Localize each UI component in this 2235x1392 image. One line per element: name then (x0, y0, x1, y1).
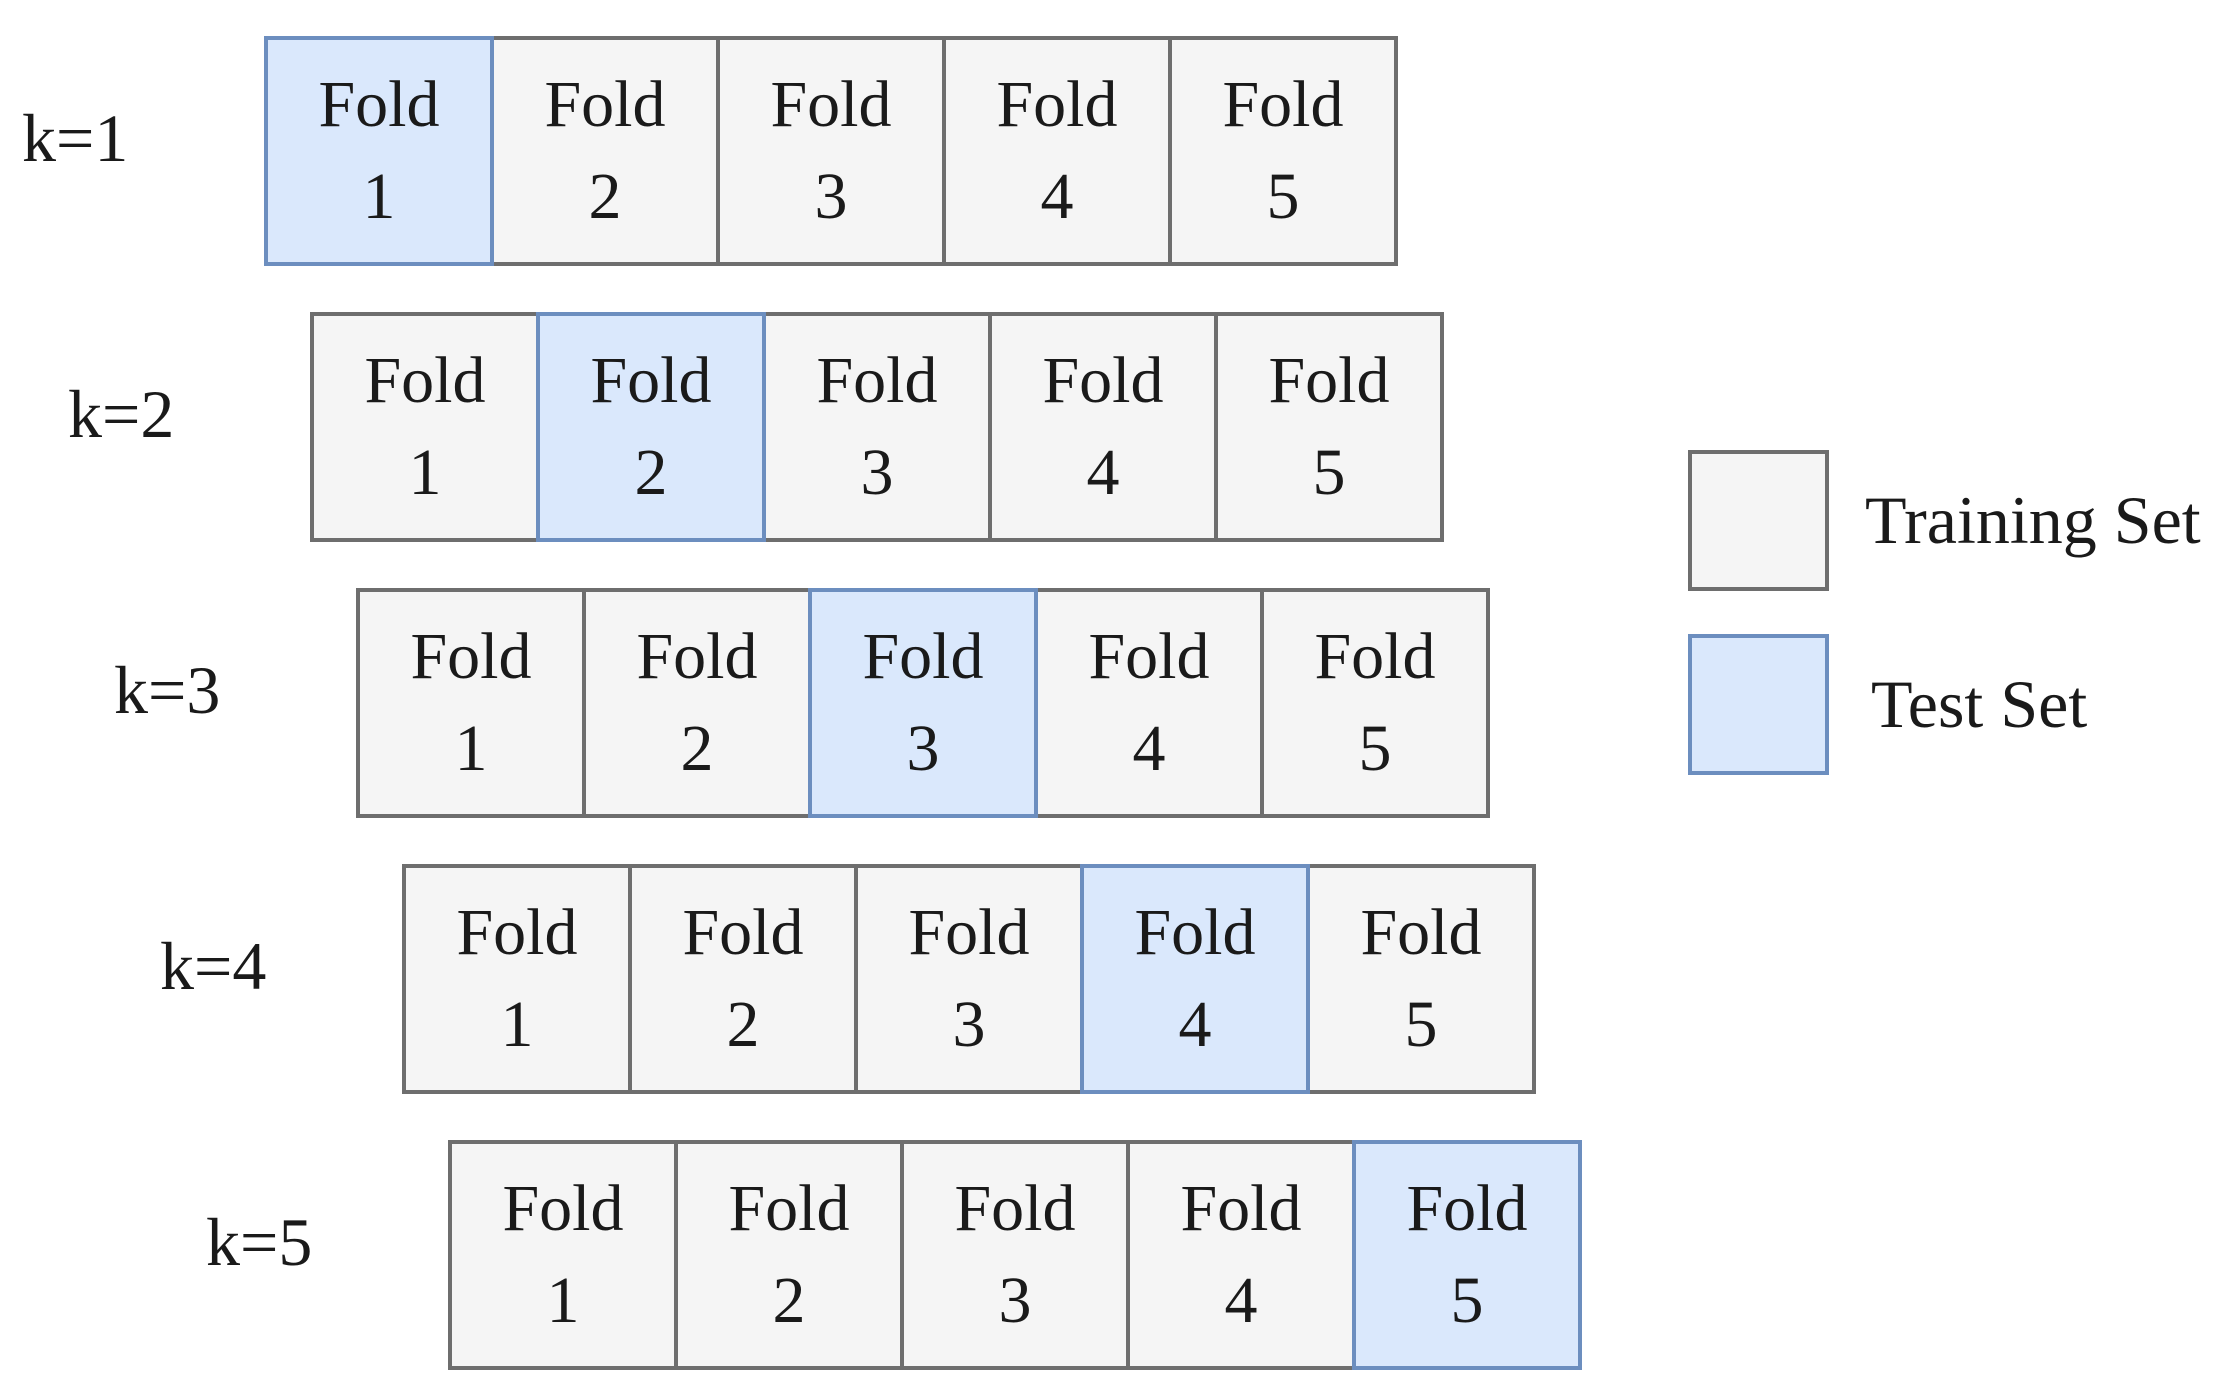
fold-number: 5 (1404, 988, 1438, 1061)
training-fold-cell: Fold 2 (490, 36, 720, 266)
legend-training: Training Set (1688, 450, 2201, 591)
fold-word: Fold (1406, 1172, 1528, 1245)
fold-word: Fold (728, 1172, 850, 1245)
legend-test-swatch (1688, 634, 1829, 775)
training-fold-cell: Fold 3 (900, 1140, 1130, 1370)
test-fold-cell: Fold 3 (808, 588, 1038, 818)
training-fold-cell: Fold 3 (716, 36, 946, 266)
row-label-k3: k=3 (114, 652, 221, 728)
training-fold-cell: Fold 4 (1034, 588, 1264, 818)
fold-word: Fold (816, 344, 938, 417)
fold-number: 5 (1312, 436, 1346, 509)
training-fold-cell: Fold 5 (1214, 312, 1444, 542)
fold-word: Fold (318, 68, 440, 141)
fold-row-k4: Fold 1 Fold 2 Fold 3 Fold 4 Fold 5 (402, 864, 1536, 1094)
training-fold-cell: Fold 1 (402, 864, 632, 1094)
fold-row-k3: Fold 1 Fold 2 Fold 3 Fold 4 Fold 5 (356, 588, 1490, 818)
training-fold-cell: Fold 4 (942, 36, 1172, 266)
training-fold-cell: Fold 4 (988, 312, 1218, 542)
fold-number: 4 (1040, 160, 1074, 233)
fold-number: 3 (906, 712, 940, 785)
fold-number: 1 (500, 988, 534, 1061)
training-fold-cell: Fold 3 (762, 312, 992, 542)
fold-word: Fold (996, 68, 1118, 141)
fold-number: 3 (952, 988, 986, 1061)
training-fold-cell: Fold 1 (310, 312, 540, 542)
fold-word: Fold (682, 896, 804, 969)
fold-word: Fold (1134, 896, 1256, 969)
fold-number: 2 (772, 1264, 806, 1337)
row-label-k1: k=1 (22, 100, 129, 176)
fold-word: Fold (364, 344, 486, 417)
fold-number: 2 (680, 712, 714, 785)
fold-number: 2 (726, 988, 760, 1061)
fold-row-k5: Fold 1 Fold 2 Fold 3 Fold 4 Fold 5 (448, 1140, 1582, 1370)
fold-word: Fold (1268, 344, 1390, 417)
fold-word: Fold (1360, 896, 1482, 969)
fold-word: Fold (1042, 344, 1164, 417)
training-fold-cell: Fold 5 (1260, 588, 1490, 818)
training-fold-cell: Fold 2 (582, 588, 812, 818)
fold-word: Fold (770, 68, 892, 141)
fold-number: 3 (998, 1264, 1032, 1337)
fold-word: Fold (1180, 1172, 1302, 1245)
test-fold-cell: Fold 2 (536, 312, 766, 542)
fold-number: 3 (814, 160, 848, 233)
fold-word: Fold (544, 68, 666, 141)
fold-number: 5 (1450, 1264, 1484, 1337)
test-fold-cell: Fold 4 (1080, 864, 1310, 1094)
fold-number: 4 (1224, 1264, 1258, 1337)
fold-number: 4 (1086, 436, 1120, 509)
fold-word: Fold (862, 620, 984, 693)
fold-word: Fold (1314, 620, 1436, 693)
fold-number: 1 (362, 160, 396, 233)
training-fold-cell: Fold 1 (448, 1140, 678, 1370)
legend-training-label: Training Set (1865, 482, 2201, 558)
training-fold-cell: Fold 2 (674, 1140, 904, 1370)
fold-number: 4 (1132, 712, 1166, 785)
fold-number: 1 (408, 436, 442, 509)
fold-row-k2: Fold 1 Fold 2 Fold 3 Fold 4 Fold 5 (310, 312, 1444, 542)
fold-number: 4 (1178, 988, 1212, 1061)
row-label-k5: k=5 (206, 1204, 313, 1280)
training-fold-cell: Fold 4 (1126, 1140, 1356, 1370)
fold-number: 2 (634, 436, 668, 509)
fold-number: 2 (588, 160, 622, 233)
fold-number: 5 (1358, 712, 1392, 785)
legend-test-label: Test Set (1871, 666, 2088, 742)
fold-number: 1 (546, 1264, 580, 1337)
test-fold-cell: Fold 5 (1352, 1140, 1582, 1370)
training-fold-cell: Fold 2 (628, 864, 858, 1094)
fold-word: Fold (1088, 620, 1210, 693)
fold-word: Fold (590, 344, 712, 417)
fold-word: Fold (1222, 68, 1344, 141)
test-fold-cell: Fold 1 (264, 36, 494, 266)
training-fold-cell: Fold 1 (356, 588, 586, 818)
fold-word: Fold (456, 896, 578, 969)
row-label-k2: k=2 (68, 376, 175, 452)
fold-number: 5 (1266, 160, 1300, 233)
legend-test: Test Set (1688, 634, 2087, 775)
fold-number: 1 (454, 712, 488, 785)
fold-word: Fold (410, 620, 532, 693)
training-fold-cell: Fold 5 (1306, 864, 1536, 1094)
training-fold-cell: Fold 3 (854, 864, 1084, 1094)
fold-word: Fold (502, 1172, 624, 1245)
fold-word: Fold (954, 1172, 1076, 1245)
fold-word: Fold (636, 620, 758, 693)
training-fold-cell: Fold 5 (1168, 36, 1398, 266)
fold-number: 3 (860, 436, 894, 509)
legend-training-swatch (1688, 450, 1829, 591)
fold-word: Fold (908, 896, 1030, 969)
fold-row-k1: Fold 1 Fold 2 Fold 3 Fold 4 Fold 5 (264, 36, 1398, 266)
row-label-k4: k=4 (160, 928, 267, 1004)
